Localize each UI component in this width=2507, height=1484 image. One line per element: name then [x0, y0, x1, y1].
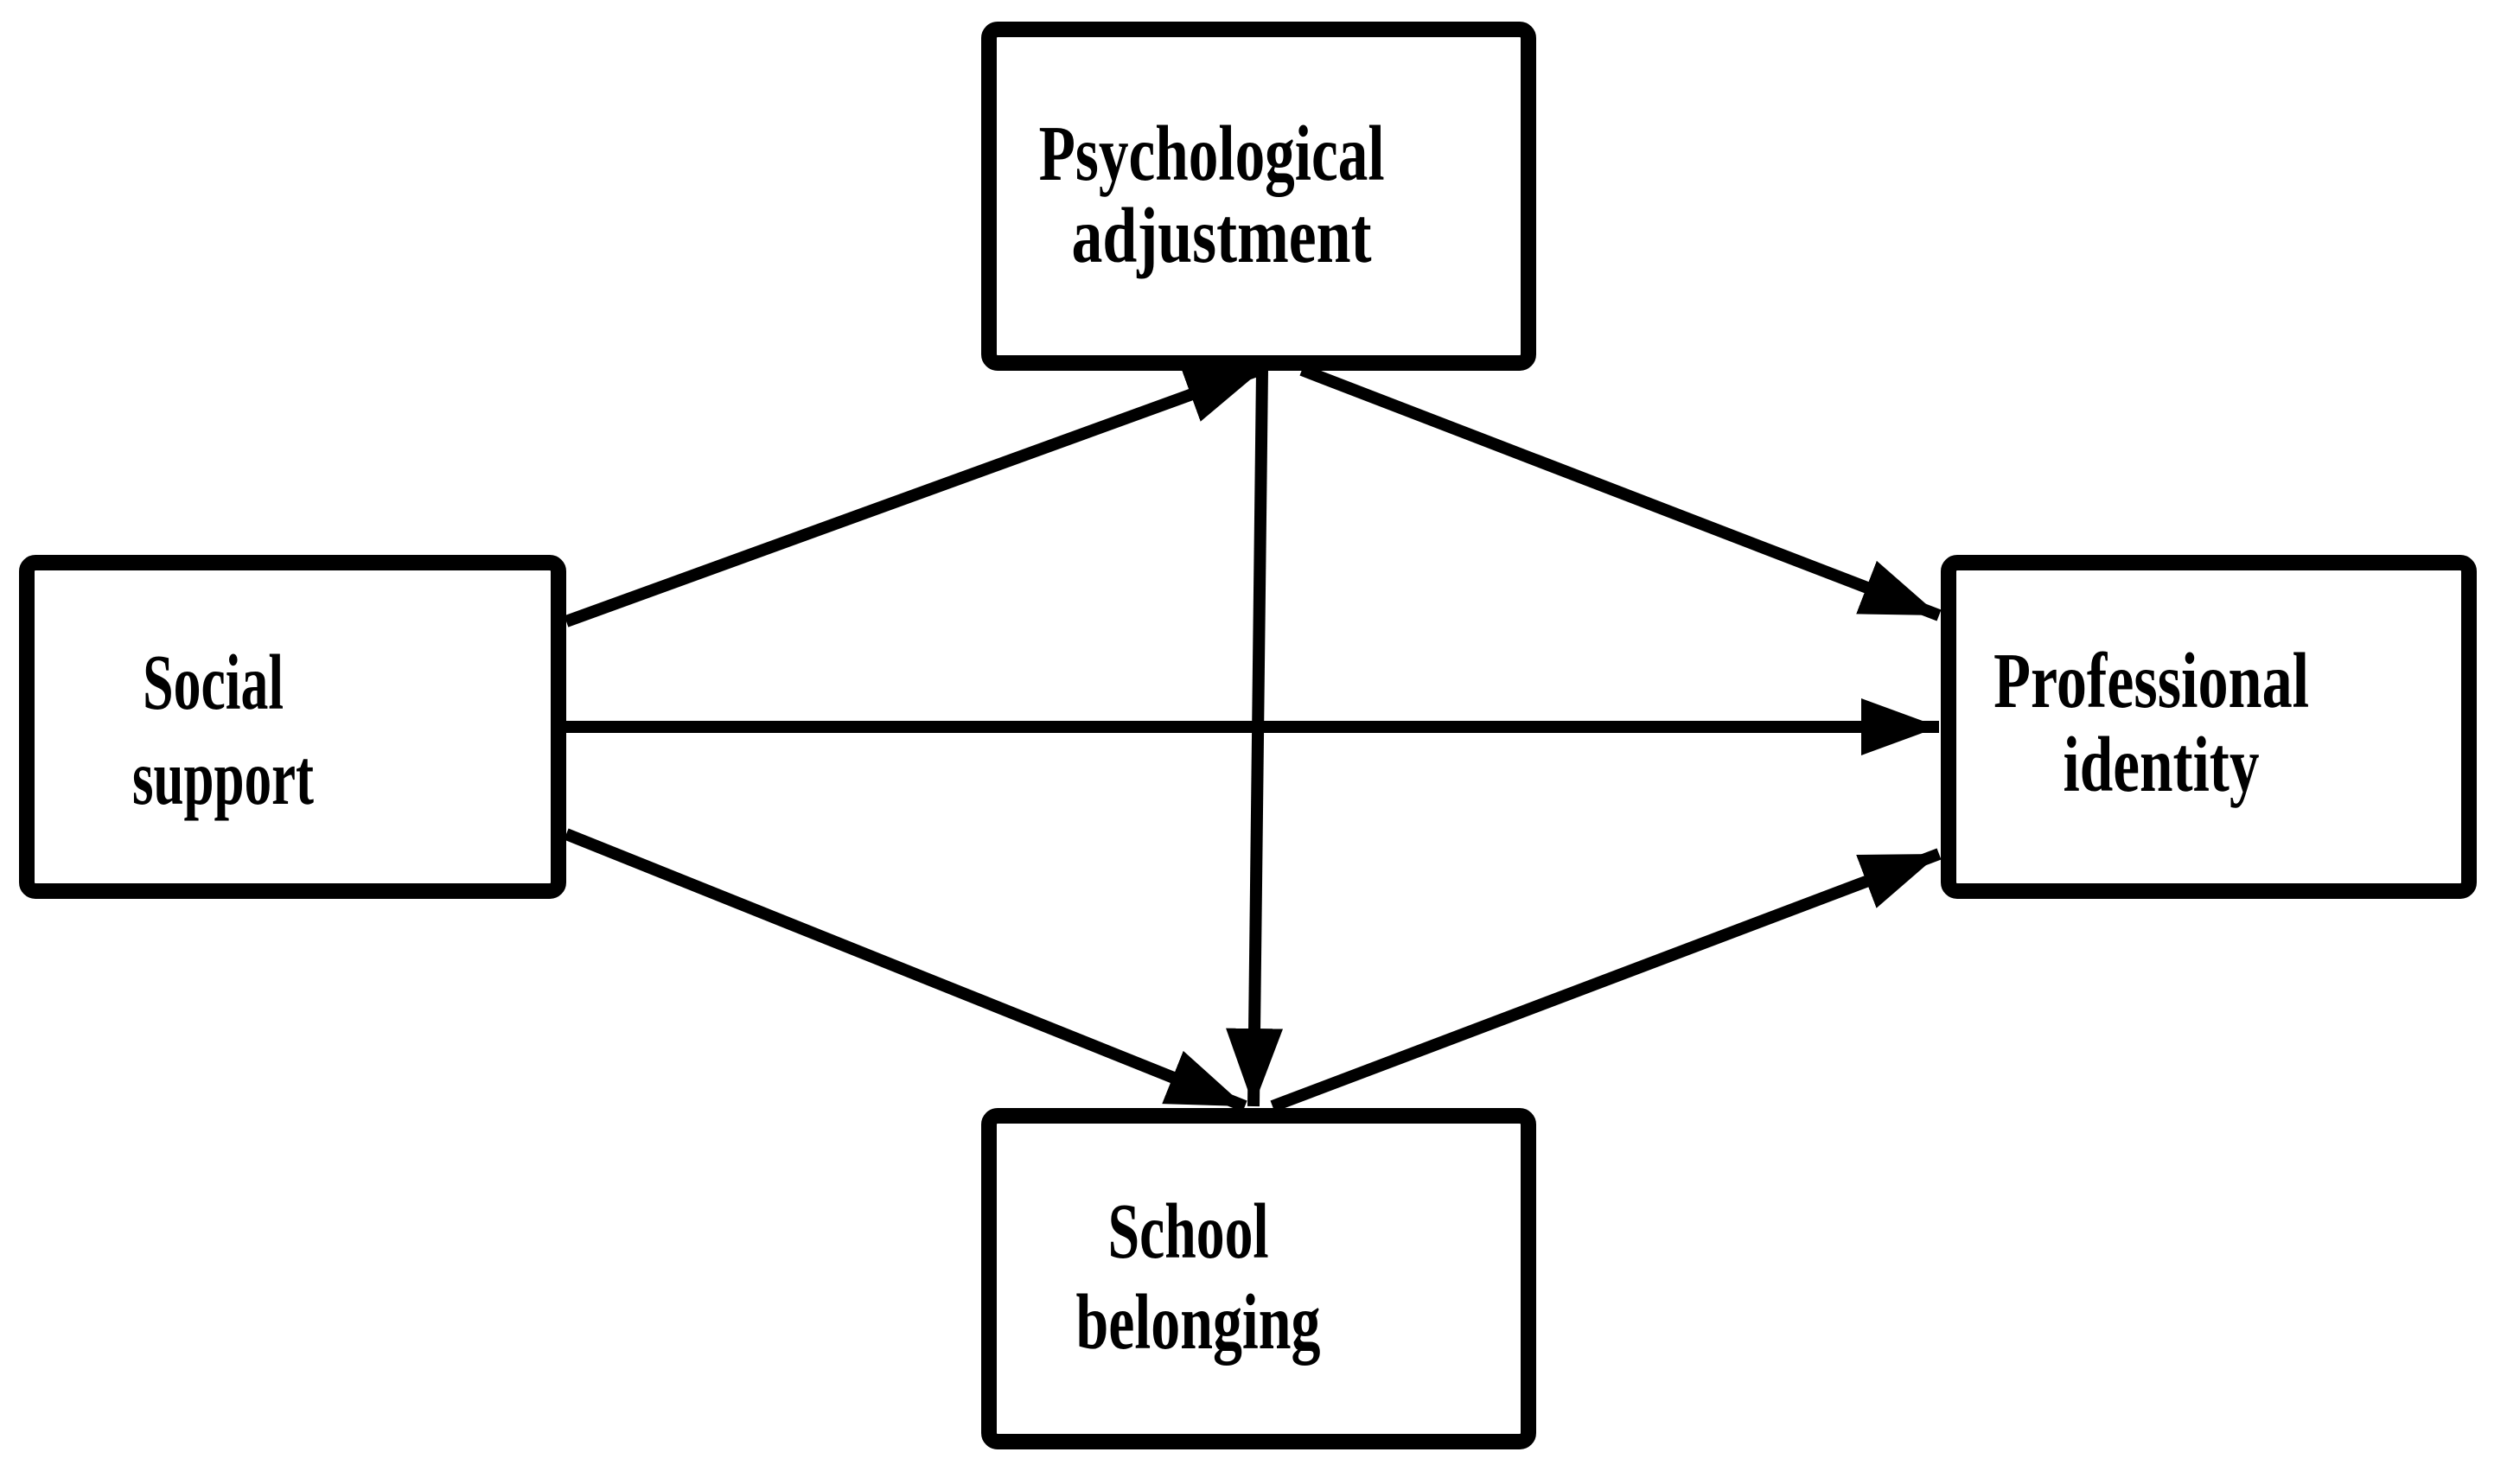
- node-social-support-label: Social support: [132, 639, 314, 821]
- node-psychological-adjustment-label-line2: adjustment: [1072, 192, 1372, 279]
- node-psychological-adjustment-label-line1: Psychological: [1039, 110, 1385, 197]
- node-psychological-adjustment: Psychological adjustment: [981, 22, 1536, 371]
- node-professional-identity-label: Professional identity: [1993, 637, 2329, 808]
- node-professional-identity-box: [1941, 555, 2477, 899]
- node-school-belonging-label: School belonging: [1076, 1188, 1321, 1366]
- node-school-belonging-box: [981, 1108, 1536, 1449]
- node-school-belonging-label-line1: School: [1108, 1188, 1269, 1275]
- node-school-belonging-label-line2: belonging: [1076, 1278, 1321, 1366]
- node-psychological-adjustment-label: Psychological adjustment: [1039, 110, 1405, 279]
- node-professional-identity-label-line1: Professional: [1993, 637, 2309, 724]
- node-school-belonging: School belonging: [981, 1108, 1536, 1449]
- node-social-support-label-line1: Social: [143, 639, 284, 726]
- node-psychological-adjustment-box: [981, 22, 1536, 371]
- arrow-social-support-to-psychological-adjustment: [564, 362, 1266, 627]
- arrow-social-support-to-school-belonging: [564, 828, 1247, 1112]
- arrow-psychological-adjustment-to-school-belonging: [1226, 369, 1284, 1107]
- node-social-support-box: [19, 555, 566, 899]
- node-professional-identity: Professional identity: [1941, 555, 2477, 899]
- edges: [564, 362, 1942, 1112]
- arrow-school-belonging-to-professional-identity: [1270, 848, 1942, 1112]
- arrow-psychological-adjustment-to-professional-identity: [1299, 364, 1942, 621]
- node-social-support: Social support: [19, 555, 566, 899]
- node-professional-identity-label-line2: identity: [2064, 721, 2260, 808]
- node-social-support-label-line2: support: [132, 734, 314, 821]
